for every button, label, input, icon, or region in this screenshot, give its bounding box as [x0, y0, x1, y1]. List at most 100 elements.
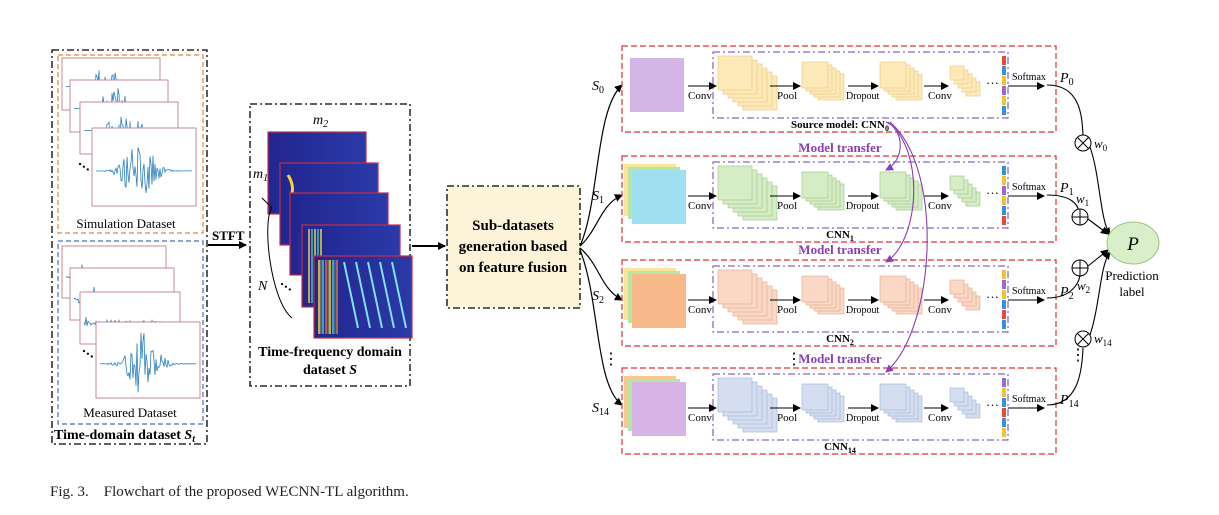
dropout-label: Dropout [846, 413, 880, 424]
input-image [632, 274, 686, 328]
softmax-label: Softmax [1012, 182, 1046, 193]
output-vector-cell [1002, 310, 1006, 319]
model-transfer-label-3: Model transfer [798, 351, 882, 366]
subdatasets-box [446, 185, 581, 309]
cnn-row-box [621, 45, 1057, 133]
subset-label: S1 [592, 189, 604, 206]
prediction-node [1106, 221, 1160, 265]
weight-w2: w2 [1077, 278, 1090, 295]
dropout-label: Dropout [846, 91, 880, 102]
conv-label: Conv [688, 90, 712, 102]
softmax-label: Softmax [1012, 72, 1046, 83]
pool-label: Pool [777, 304, 797, 316]
time-frequency-dataset-box [249, 103, 411, 387]
weight-w1: w1 [1076, 191, 1089, 208]
layer-dots: … [986, 182, 999, 197]
prediction-label-line1: Prediction [1105, 268, 1159, 283]
subset-label: S14 [592, 401, 609, 418]
simulation-dataset-box [57, 54, 204, 234]
measured-signal-stack: … [61, 245, 201, 399]
m2-label: m2 [313, 113, 328, 130]
cnn-name: CNN14 [824, 441, 856, 455]
rows-vdots-middle: ⋮ [786, 351, 802, 368]
caption-fig-number: Fig. 3. [50, 484, 89, 500]
spectrogram-stack [267, 131, 413, 339]
to-prediction-arrow-14 [1089, 251, 1111, 336]
output-vector-cell [1002, 280, 1006, 289]
output-vector-cell [1002, 106, 1006, 115]
weight-w14: w14 [1094, 331, 1112, 348]
output-vector-cell [1002, 300, 1006, 309]
tf-title-line2: dataset S [303, 363, 357, 378]
input-image [630, 58, 684, 112]
output-vector-cell [1002, 206, 1006, 215]
caption-text: Flowchart of the proposed WECNN-TL algor… [103, 484, 409, 500]
pool-label: Pool [777, 412, 797, 424]
layer-dots: … [986, 286, 999, 301]
oplus-1-cross [1072, 209, 1088, 225]
output-vector-cell [1002, 66, 1006, 75]
p1-line [1046, 194, 1080, 213]
p2-line [1046, 275, 1081, 299]
layer-dots: … [986, 394, 999, 409]
softmax-label: Softmax [1012, 394, 1046, 405]
conv-label: Conv [688, 200, 712, 212]
simulation-signal-stack: … [61, 57, 197, 207]
time-domain-dataset-box [51, 49, 208, 445]
subdatasets-line2: generation based [459, 239, 568, 255]
conv2-label: Conv [928, 412, 952, 424]
model-transfer-label-2: Model transfer [798, 242, 882, 257]
output-vector-cell [1002, 388, 1006, 397]
time-domain-dataset-label: Time-domain dataset St [54, 428, 196, 445]
layer-dots: … [986, 72, 999, 87]
output-vector-cell [1002, 418, 1006, 427]
pool-label: Pool [777, 90, 797, 102]
output-vector-cell [1002, 56, 1006, 65]
otimes-0-cross [1077, 137, 1089, 149]
output-vector-cell [1002, 86, 1006, 95]
fanout-arrow-s2 [579, 247, 623, 301]
subdatasets-line1: Sub-datasets [472, 218, 554, 234]
model-transfer-arrow-2 [885, 121, 915, 263]
p14-line [1046, 347, 1084, 406]
input-image [632, 170, 686, 224]
flowchart-diagram: … … Simulation Dataset Measured Dataset … [51, 45, 1160, 455]
output-vector-cell [1002, 290, 1006, 299]
to-prediction-arrow-1 [1087, 218, 1109, 235]
output-vector-cell [1002, 398, 1006, 407]
output-vector-cell [1002, 216, 1006, 225]
rows-vdots-right: ⋮ [1070, 347, 1086, 364]
fanout-arrow-s14 [579, 249, 623, 406]
simulation-dataset-label: Simulation Dataset [76, 216, 176, 231]
dropout-label: Dropout [846, 201, 880, 212]
cnn-row-box [621, 259, 1057, 347]
model-transfer-label-1: Model transfer [798, 140, 882, 155]
subset-label: S2 [592, 289, 604, 306]
n-label: N [257, 279, 268, 294]
n-brace [261, 197, 293, 319]
output-vector-cell [1002, 76, 1006, 85]
cnn-name: CNN2 [826, 333, 854, 347]
prediction-symbol: P [1126, 234, 1139, 255]
conv2-label: Conv [928, 200, 952, 212]
measured-dataset-label: Measured Dataset [83, 405, 177, 420]
simulation-signal-trace [96, 147, 192, 193]
conv-label: Conv [688, 304, 712, 316]
conv2-label: Conv [928, 304, 952, 316]
rows-vdots-left: ⋮ [603, 351, 619, 368]
output-vector-cell [1002, 408, 1006, 417]
subdatasets-line3: on feature fusion [459, 260, 568, 276]
fanout-arrow-s0 [579, 84, 623, 247]
prediction-output-label: P1 [1059, 181, 1074, 198]
fanout-arrow-s1 [579, 194, 623, 247]
weight-w0: w0 [1094, 136, 1108, 153]
stft-label: STFT [212, 228, 245, 243]
to-prediction-arrow-0 [1089, 146, 1111, 236]
prediction-label-line2: label [1119, 284, 1145, 299]
measured-dataset-box [57, 240, 204, 425]
conv2-label: Conv [928, 90, 952, 102]
